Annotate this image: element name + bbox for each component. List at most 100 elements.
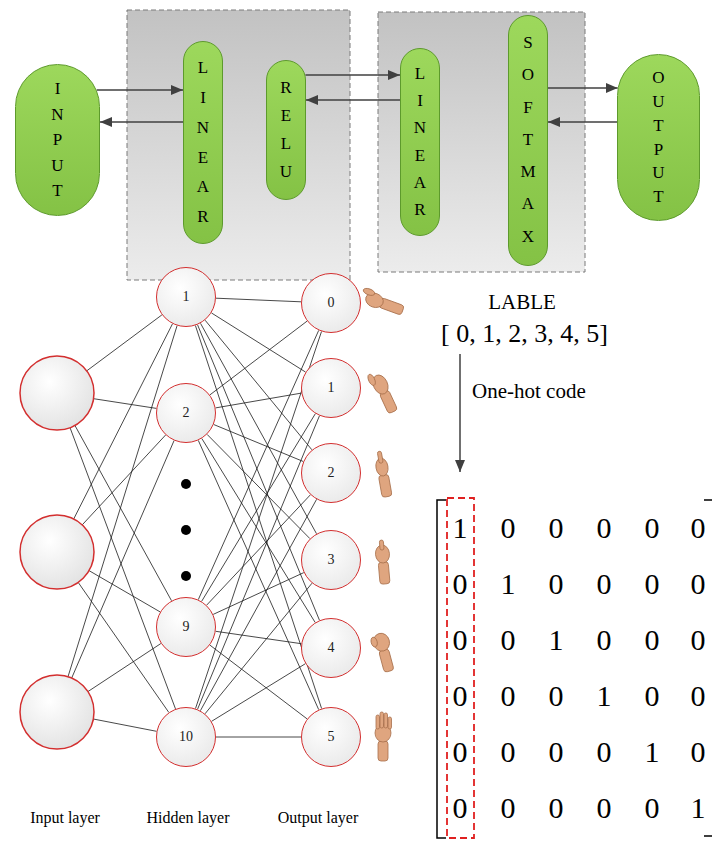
matrix-cell: 0: [501, 793, 516, 823]
flow-arrow: [97, 89, 183, 91]
layer-name: LINEAR: [195, 53, 210, 232]
weight-connection: [216, 298, 301, 302]
matrix-cell: 0: [645, 681, 660, 711]
input-connection: [93, 719, 156, 731]
matrix-cell: 0: [645, 793, 660, 823]
hidden-block-panel: [127, 10, 350, 280]
flow-arrow: [548, 121, 617, 123]
matrix-cell: 0: [691, 737, 706, 767]
flow-arrow: [548, 87, 618, 89]
layer-block: LINEAR: [183, 41, 223, 244]
layer-name: OUTPUT: [651, 66, 666, 209]
neuron-circle: 1: [301, 358, 361, 418]
neuron-circle: 4: [301, 618, 361, 678]
input-connection: [87, 315, 162, 371]
layer-caption: Output layer: [278, 810, 358, 826]
one-hot-arrow: [459, 354, 461, 472]
input-neuron: [20, 515, 94, 589]
matrix-cell: 0: [597, 513, 612, 543]
input-connection: [75, 425, 172, 600]
neuron-number: 0: [328, 295, 335, 311]
neuron-number: 3: [328, 552, 335, 568]
weight-connection: [201, 323, 317, 533]
layer-block: INPUT: [15, 64, 100, 216]
matrix-cell: 1: [549, 625, 564, 655]
matrix-cell: 0: [691, 569, 706, 599]
input-neuron: [20, 675, 94, 749]
layer-block: RELU: [266, 60, 306, 200]
matrix-cell: 0: [453, 569, 468, 599]
input-neuron: [20, 356, 94, 430]
matrix-cell: 0: [691, 681, 706, 711]
neuron-circle: 10: [156, 707, 216, 767]
neuron-number: 4: [328, 640, 335, 656]
neuron-number: 10: [179, 729, 193, 745]
weight-connection: [216, 631, 302, 643]
matrix-cell: 0: [501, 681, 516, 711]
highlight-column: [447, 498, 474, 838]
matrix-bracket: [704, 500, 712, 836]
neuron-number: 5: [328, 729, 335, 745]
layer-name: SOFTMAX: [520, 27, 535, 253]
matrix-cell: 0: [597, 569, 612, 599]
matrix-cell: 0: [501, 625, 516, 655]
matrix-cell: 0: [645, 569, 660, 599]
ellipsis-dot: [181, 479, 191, 489]
output-block-panel: [378, 12, 585, 272]
matrix-cell: 0: [645, 513, 660, 543]
matrix-cell: 0: [501, 737, 516, 767]
weight-connection: [207, 434, 310, 538]
matrix-cell: 0: [597, 625, 612, 655]
input-connection: [82, 435, 165, 525]
input-connection: [94, 399, 157, 409]
matrix-cell: 0: [549, 681, 564, 711]
weight-connection: [212, 664, 306, 722]
weight-connection: [210, 645, 307, 719]
layer-name: LINEAR: [412, 60, 427, 223]
matrix-cell: 0: [691, 625, 706, 655]
matrix-cell: 0: [549, 737, 564, 767]
matrix-cell: 1: [645, 737, 660, 767]
layer-caption: Input layer: [30, 810, 100, 826]
matrix-bracket: [437, 500, 446, 838]
matrix-cell: 0: [645, 625, 660, 655]
matrix-cell: 0: [691, 513, 706, 543]
weight-connection: [198, 440, 318, 709]
neuron-circle: 0: [301, 273, 361, 333]
neuron-circle: 9: [156, 597, 216, 657]
layer-name: RELU: [278, 74, 293, 186]
matrix-cell: 1: [597, 681, 612, 711]
neuron-number: 2: [183, 405, 190, 421]
input-connection: [78, 582, 169, 712]
annotation-text: [ 0, 1, 2, 3, 4, 5]: [441, 321, 608, 347]
matrix-cell: 0: [453, 793, 468, 823]
matrix-cell: 1: [691, 793, 706, 823]
layer-name: INPUT: [50, 76, 65, 204]
neuron-number: 2: [328, 465, 335, 481]
matrix-cell: 0: [549, 793, 564, 823]
weight-connection: [200, 499, 316, 710]
matrix-cell: 0: [453, 625, 468, 655]
annotation-text: LABLE: [488, 292, 556, 313]
weight-connection: [213, 573, 304, 615]
weight-connection: [205, 320, 312, 450]
neuron-circle: 2: [301, 443, 361, 503]
hand-gesture: [359, 287, 406, 761]
neuron-circle: 1: [156, 267, 216, 327]
weight-connection: [216, 737, 301, 738]
weight-connection: [207, 495, 311, 605]
layer-caption: Hidden layer: [146, 810, 229, 826]
annotation-text: One-hot code: [472, 381, 586, 402]
neuron-circle: 5: [301, 707, 361, 767]
matrix-cell: 1: [453, 513, 468, 543]
weight-connection: [210, 321, 307, 395]
layer-block: LINEAR: [400, 48, 440, 236]
matrix-cell: 0: [549, 569, 564, 599]
weight-connection: [216, 393, 302, 408]
weight-connection: [205, 583, 312, 714]
matrix-cell: 0: [549, 513, 564, 543]
matrix-cell: 1: [501, 569, 516, 599]
matrix-cell: 0: [597, 737, 612, 767]
